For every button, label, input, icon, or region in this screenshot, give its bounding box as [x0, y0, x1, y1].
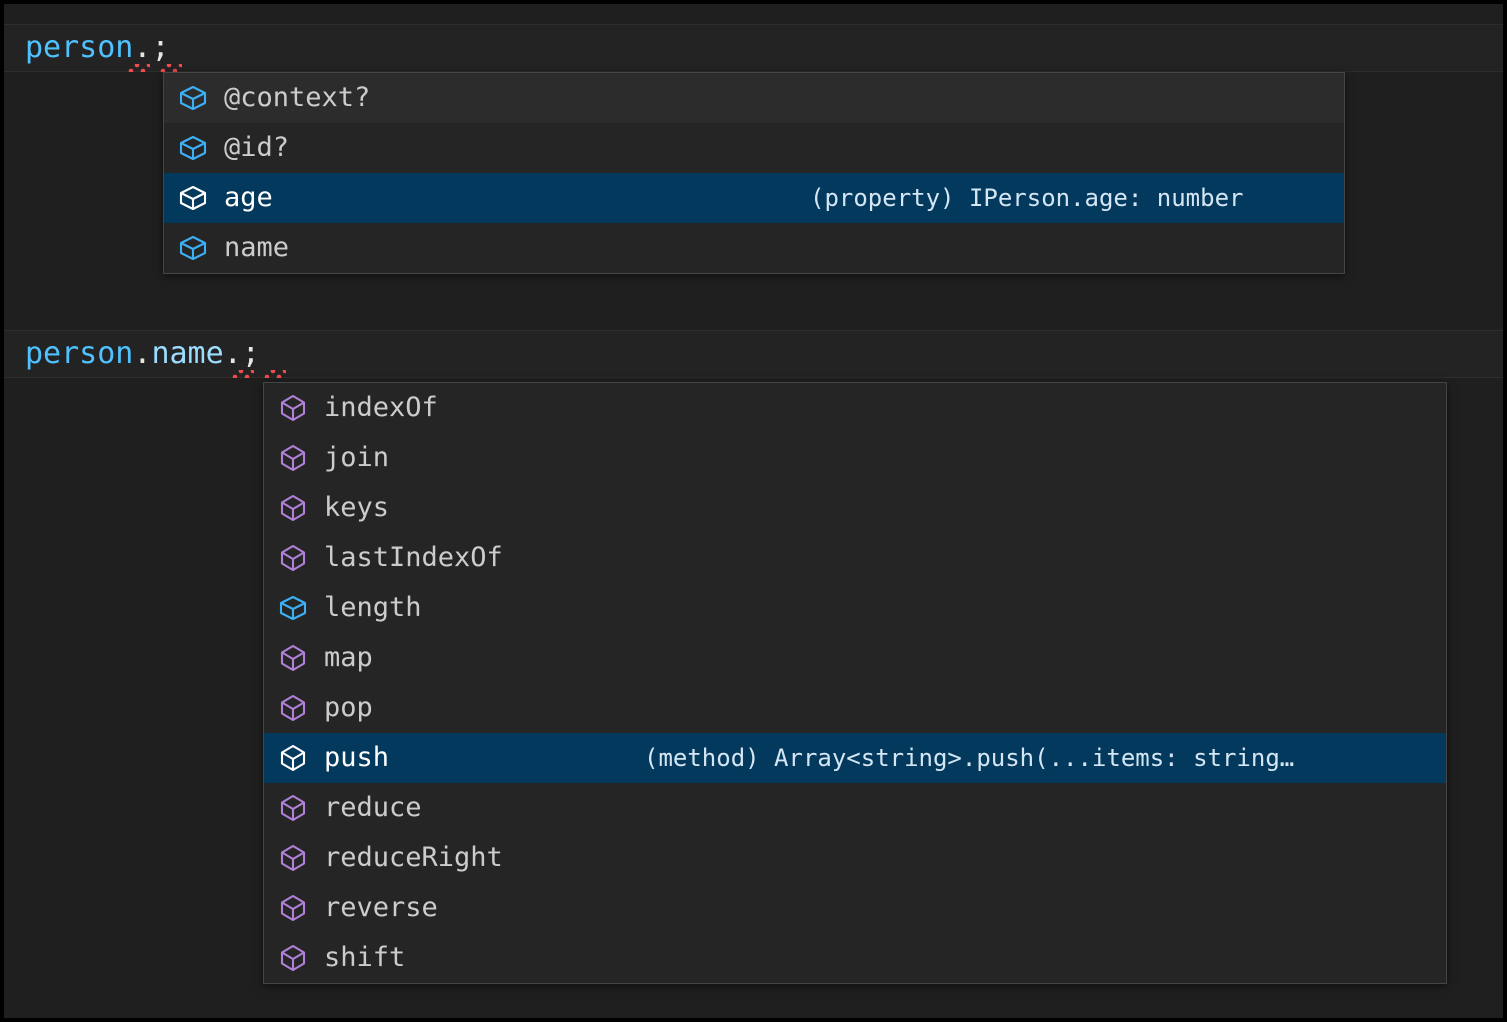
property-cube-icon — [176, 81, 210, 115]
suggestion-item-push[interactable]: push (method) Array<string>.push(...item… — [264, 733, 1446, 783]
suggestion-item-name[interactable]: name — [164, 223, 1344, 273]
suggestion-label: reverse — [324, 892, 438, 923]
suggestion-label: pop — [324, 692, 373, 723]
error-squiggle-icon — [160, 64, 182, 72]
suggestion-item-map[interactable]: map — [264, 633, 1446, 683]
suggestion-item-reverse[interactable]: reverse — [264, 883, 1446, 933]
suggestion-label: lastIndexOf — [324, 542, 503, 573]
error-squiggle-icon — [128, 64, 150, 72]
method-cube-icon — [276, 391, 310, 425]
suggestion-label: keys — [324, 492, 390, 523]
token-variable-person: person — [25, 336, 134, 371]
suggestion-item-shift[interactable]: shift — [264, 933, 1446, 983]
error-squiggle-icon — [264, 370, 286, 378]
token-dot: . — [133, 30, 152, 65]
method-cube-icon — [276, 841, 310, 875]
error-squiggle-icon — [232, 370, 254, 378]
suggestion-item-reduceright[interactable]: reduceRight — [264, 833, 1446, 883]
suggestion-label: push — [324, 742, 390, 773]
suggestion-item-join[interactable]: join — [264, 433, 1446, 483]
token-semicolon: ; — [151, 30, 170, 65]
method-cube-icon — [276, 891, 310, 925]
suggestion-label: shift — [324, 942, 406, 973]
property-cube-icon — [176, 231, 210, 265]
suggestion-popup-name[interactable]: indexOf join keys — [263, 382, 1447, 984]
suggestion-label: name — [224, 232, 290, 263]
property-cube-icon — [176, 181, 210, 215]
suggestion-label: reduce — [324, 792, 422, 823]
suggestion-popup-person[interactable]: @context? @id? age — [163, 72, 1345, 274]
method-cube-icon — [276, 941, 310, 975]
suggestion-label: reduceRight — [324, 842, 503, 873]
suggestion-item-id[interactable]: @id? — [164, 123, 1344, 173]
token-dot: . — [133, 336, 152, 371]
method-cube-icon — [276, 641, 310, 675]
suggestion-detail: (method) Array<string>.push(...items: st… — [644, 744, 1295, 772]
suggestion-item-indexof[interactable]: indexOf — [264, 383, 1446, 433]
suggestion-label: join — [324, 442, 390, 473]
code-editor[interactable]: person.; @context? — [4, 4, 1503, 1018]
method-cube-icon — [276, 741, 310, 775]
suggestion-label: @context? — [224, 82, 371, 113]
property-cube-icon — [276, 591, 310, 625]
method-cube-icon — [276, 491, 310, 525]
line-1-code: person.; — [25, 31, 170, 65]
suggestion-item-reduce[interactable]: reduce — [264, 783, 1446, 833]
token-dot: . — [223, 336, 242, 371]
suggestion-item-keys[interactable]: keys — [264, 483, 1446, 533]
line-2-code: person.name.; — [25, 337, 260, 371]
suggestion-item-length[interactable]: length — [264, 583, 1446, 633]
method-cube-icon — [276, 541, 310, 575]
suggestion-label: @id? — [224, 132, 290, 163]
suggestion-item-age[interactable]: age (property) IPerson.age: number — [164, 173, 1344, 223]
suggestion-label: indexOf — [324, 392, 438, 423]
suggestion-item-pop[interactable]: pop — [264, 683, 1446, 733]
token-property-name: name — [151, 336, 224, 371]
suggestion-detail: (property) IPerson.age: number — [810, 184, 1244, 212]
suggestion-label: length — [324, 592, 422, 623]
suggestion-item-context[interactable]: @context? — [164, 73, 1344, 123]
suggestion-label: age — [224, 182, 273, 213]
method-cube-icon — [276, 441, 310, 475]
property-cube-icon — [176, 131, 210, 165]
token-variable-person: person — [25, 30, 134, 65]
suggestion-label: map — [324, 642, 373, 673]
editor-line-1[interactable]: person.; — [4, 24, 1503, 72]
method-cube-icon — [276, 791, 310, 825]
method-cube-icon — [276, 691, 310, 725]
editor-line-2[interactable]: person.name.; — [4, 330, 1503, 378]
token-semicolon: ; — [241, 336, 260, 371]
suggestion-item-lastindexof[interactable]: lastIndexOf — [264, 533, 1446, 583]
